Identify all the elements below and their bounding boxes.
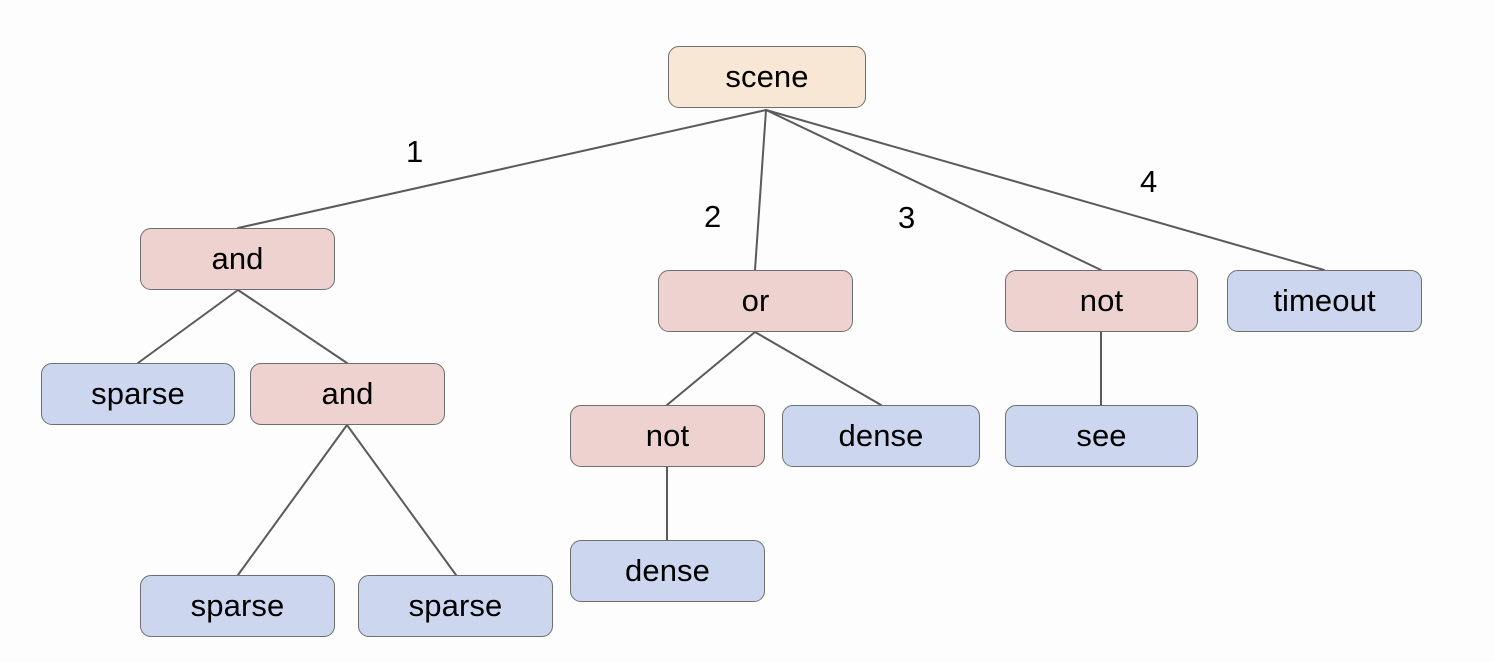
tree-edge — [237, 109, 767, 229]
tree-node-label: not — [645, 417, 690, 453]
tree-edge — [765, 109, 1325, 271]
tree-node-label: sparse — [190, 587, 285, 623]
edge-label-4: 4 — [1140, 164, 1158, 199]
tree-node-sparse2[interactable]: sparse — [140, 575, 335, 637]
edge-label-1: 1 — [406, 134, 424, 169]
tree-node-see1[interactable]: see — [1005, 405, 1198, 467]
tree-node-label: timeout — [1273, 282, 1376, 318]
tree-node-timeout1[interactable]: timeout — [1227, 270, 1422, 332]
tree-node-label: see — [1076, 417, 1127, 453]
tree-edge — [666, 331, 756, 406]
tree-node-label: dense — [838, 417, 924, 453]
edge-label-2: 2 — [704, 199, 722, 234]
tree-edge — [754, 109, 767, 271]
tree-edge — [765, 109, 1102, 271]
tree-node-dense2[interactable]: dense — [570, 540, 765, 602]
tree-edge — [237, 424, 348, 576]
tree-edge — [346, 424, 457, 576]
tree-edge — [237, 289, 348, 364]
tree-node-label: and — [321, 375, 374, 411]
tree-node-label: and — [211, 240, 264, 276]
tree-node-dense1[interactable]: dense — [782, 405, 980, 467]
tree-node-label: not — [1079, 282, 1124, 318]
tree-node-scene[interactable]: scene — [668, 46, 866, 108]
tree-node-or1[interactable]: or — [658, 270, 853, 332]
tree-node-and2[interactable]: and — [250, 363, 445, 425]
tree-node-label: sparse — [408, 587, 503, 623]
tree-node-not1[interactable]: not — [1005, 270, 1198, 332]
tree-node-not2[interactable]: not — [570, 405, 765, 467]
tree-node-label: scene — [725, 58, 809, 94]
edge-label-3: 3 — [898, 200, 916, 235]
tree-node-sparse3[interactable]: sparse — [358, 575, 553, 637]
tree-node-and1[interactable]: and — [140, 228, 335, 290]
tree-node-label: dense — [625, 552, 710, 588]
tree-node-label: or — [741, 282, 770, 318]
tree-edge — [754, 331, 882, 406]
tree-edge — [137, 289, 239, 364]
tree-node-sparse1[interactable]: sparse — [41, 363, 235, 425]
tree-node-label: sparse — [91, 375, 185, 411]
